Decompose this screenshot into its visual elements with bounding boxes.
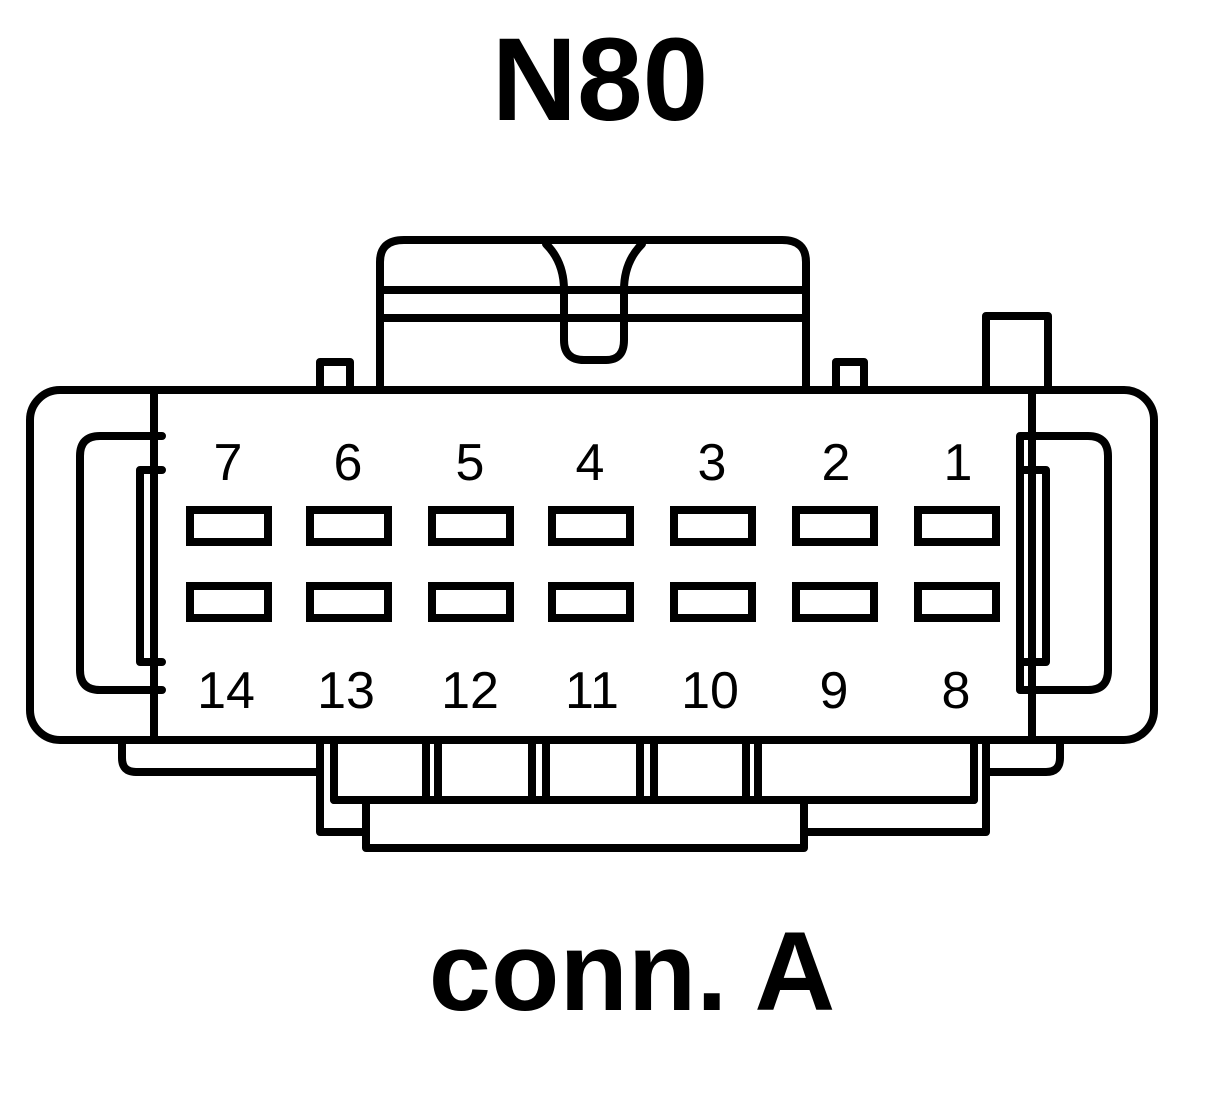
diagram-caption: conn. A	[429, 909, 836, 1034]
pin-cavity-12	[428, 582, 514, 622]
top-row-pin-labels: 7 6 5 4 3 2 1	[214, 434, 973, 492]
pin-label-11: 11	[565, 662, 619, 720]
pin-cavity-3	[670, 506, 756, 546]
pin-label-12: 12	[441, 662, 499, 720]
connector-housing	[26, 236, 1158, 852]
pin-label-10: 10	[681, 662, 739, 720]
pin-cavity-2	[792, 506, 878, 546]
pin-cavity-8	[914, 582, 1000, 622]
pin-cavity-6	[306, 506, 392, 546]
pin-cavity-9	[792, 582, 878, 622]
diagram-title: N80	[492, 14, 708, 146]
pin-label-7: 7	[214, 434, 243, 492]
pin-label-3: 3	[698, 434, 727, 492]
pin-cavity-7	[186, 506, 272, 546]
pin-cavity-10	[670, 582, 756, 622]
pin-label-1: 1	[944, 434, 973, 492]
top-row-pins	[186, 506, 1000, 546]
pin-label-6: 6	[334, 434, 363, 492]
pin-label-8: 8	[942, 662, 971, 720]
bottom-row-pin-labels: 14 13 12 11 10 9 8	[197, 662, 970, 720]
bottom-row-pins	[186, 582, 1000, 622]
pin-cavity-13	[306, 582, 392, 622]
pin-label-13: 13	[317, 662, 375, 720]
pin-cavity-14	[186, 582, 272, 622]
pin-label-5: 5	[456, 434, 485, 492]
pin-label-14: 14	[197, 662, 255, 720]
pin-cavity-11	[548, 582, 634, 622]
pin-label-2: 2	[822, 434, 851, 492]
pin-cavity-5	[428, 506, 514, 546]
pin-cavity-4	[548, 506, 634, 546]
pin-label-4: 4	[576, 434, 605, 492]
pin-cavity-1	[914, 506, 1000, 546]
pin-label-9: 9	[820, 662, 849, 720]
